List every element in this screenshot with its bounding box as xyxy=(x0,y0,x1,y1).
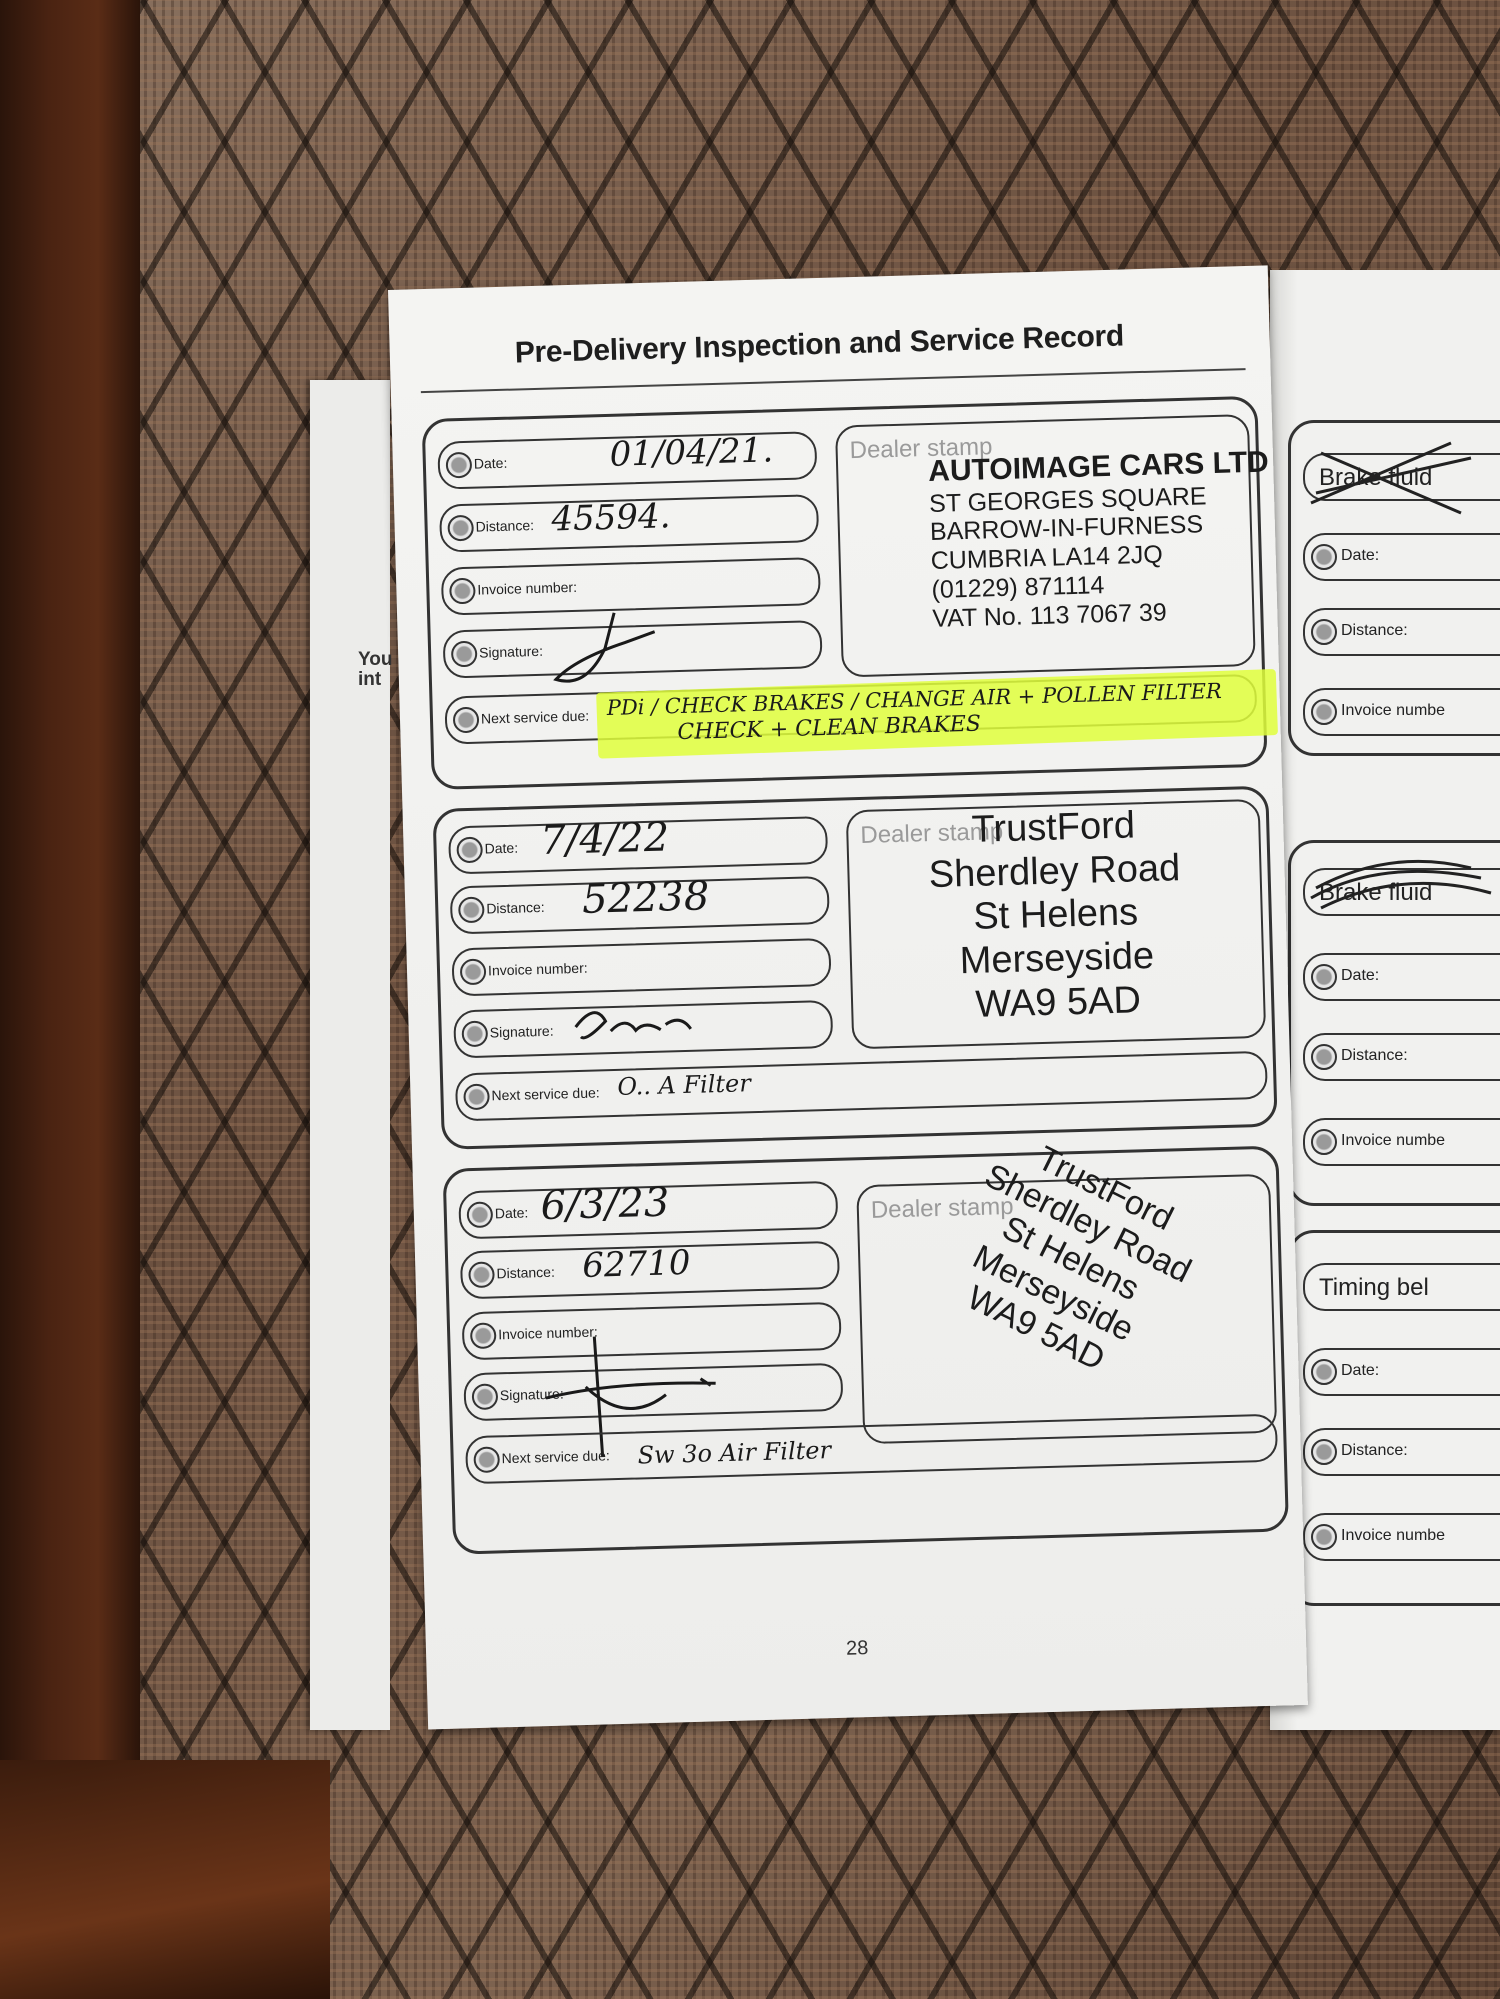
radio-dot-icon xyxy=(468,1261,495,1289)
radio-dot-icon xyxy=(463,1083,490,1111)
radio-dot-icon xyxy=(473,1446,501,1474)
signature-field: Signature: xyxy=(463,1336,844,1457)
distance-field: Distance: 62710 xyxy=(459,1240,841,1300)
right-page: Brake fluid Date: Distance: Invoice numb… xyxy=(1270,270,1500,1730)
dealer-stamp-box: Dealer stamp TrustFord Sherdley Road St … xyxy=(856,1139,1278,1445)
date-field: Date: 6/3/23 xyxy=(458,1179,839,1240)
radio-dot-icon xyxy=(456,836,484,864)
back-page: You int xyxy=(310,380,393,1730)
handwritten-date: 6/3/23 xyxy=(539,1179,670,1230)
service-record-2: Date: 7/4/22 Distance: 52238 Invoice num… xyxy=(432,785,1278,1150)
handwritten-date: 7/4/22 xyxy=(539,814,670,864)
signature-scribble xyxy=(553,612,656,683)
radio-dot-icon xyxy=(457,896,485,924)
distance-field: Distance: 45594. xyxy=(439,494,820,553)
service-booklet: You int Brake fluid Date: Distance: Invo… xyxy=(310,265,1500,1730)
radio-dot-icon xyxy=(449,577,476,605)
signature-field: Signature: xyxy=(442,612,823,683)
right-invoice-field: Invoice numbe xyxy=(1303,688,1500,736)
radio-dot-icon xyxy=(1311,964,1337,990)
radio-dot-icon xyxy=(1311,699,1337,725)
right-record-1: Brake fluid Date: Distance: Invoice numb… xyxy=(1288,420,1500,756)
signature-scribble xyxy=(574,1011,692,1040)
right-distance-field-3: Distance: xyxy=(1303,1428,1500,1476)
dealer-stamp-trustford: TrustFord Sherdley Road St Helens Mersey… xyxy=(928,804,1181,1026)
invoice-field: Invoice number: xyxy=(451,937,832,997)
date-field: Date: 7/4/22 xyxy=(448,814,829,875)
radio-dot-icon xyxy=(1311,1439,1337,1465)
radio-dot-icon xyxy=(447,514,475,542)
radio-dot-icon xyxy=(461,1020,489,1048)
radio-dot-icon xyxy=(469,1322,497,1350)
radio-dot-icon xyxy=(1311,1129,1337,1155)
service-record-1: Date: 01/04/21. Distance: 45594. Invoice… xyxy=(421,395,1278,790)
service-record-3: Date: 6/3/23 Distance: 62710 Invoice num… xyxy=(442,1139,1290,1555)
handwritten-next-service: Sw 3o Air Filter xyxy=(637,1436,832,1470)
page-number: 28 xyxy=(845,1637,869,1660)
wooden-frame xyxy=(0,0,140,1999)
cross-out-scribble xyxy=(1310,441,1472,515)
right-record-3: Timing bel Date: Distance: Invoice numbe xyxy=(1288,1230,1500,1606)
distance-field: Distance: 52238 xyxy=(449,873,830,935)
right-distance-field-2: Distance: xyxy=(1303,1033,1500,1081)
right-date-field-3: Date: xyxy=(1303,1348,1500,1396)
title-divider xyxy=(420,368,1246,394)
right-invoice-field-2: Invoice numbe xyxy=(1303,1118,1500,1166)
right-distance-field: Distance: xyxy=(1303,608,1500,656)
next-service-field: Next service due: O.. A Filter xyxy=(454,1050,1268,1122)
radio-dot-icon xyxy=(1311,1524,1337,1550)
dealer-stamp-autoimage: AUTOIMAGE CARS LTD ST GEORGES SQUARE BAR… xyxy=(927,445,1270,633)
signature-field: Signature: xyxy=(453,999,834,1059)
dealer-stamp-box: Dealer stamp TrustFord Sherdley Road St … xyxy=(845,798,1267,1050)
radio-dot-icon xyxy=(445,451,473,479)
service-record-page: Pre-Delivery Inspection and Service Reco… xyxy=(388,265,1308,1730)
radio-dot-icon xyxy=(471,1383,499,1411)
handwritten-date: 01/04/21. xyxy=(609,430,774,475)
cross-out-scribble xyxy=(1310,859,1492,910)
right-header-3: Timing bel xyxy=(1303,1263,1500,1311)
right-date-field: Date: xyxy=(1303,533,1500,581)
radio-dot-icon xyxy=(1311,619,1337,645)
radio-dot-icon xyxy=(459,958,487,986)
handwritten-distance: 62710 xyxy=(581,1242,692,1286)
dealer-stamp-box: Dealer stamp AUTOIMAGE CARS LTD ST GEORG… xyxy=(834,414,1269,678)
radio-dot-icon xyxy=(452,706,480,734)
radio-dot-icon xyxy=(1311,1044,1337,1070)
page-title: Pre-Delivery Inspection and Service Reco… xyxy=(514,319,1125,370)
dealer-stamp-trustford-rotated: TrustFord Sherdley Road St Helens Mersey… xyxy=(961,1139,1198,1379)
radio-dot-icon xyxy=(1311,1359,1337,1385)
handwritten-next-service: O.. A Filter xyxy=(616,1069,752,1101)
back-page-fragment: You int xyxy=(358,649,393,690)
radio-dot-icon xyxy=(466,1201,494,1229)
right-record-2: Brake fluid Date: Distance: Invoice numb… xyxy=(1288,840,1500,1206)
signature-scribble xyxy=(545,1336,716,1457)
date-field: Date: 01/04/21. xyxy=(437,430,818,490)
wooden-frame-bottom xyxy=(0,1760,330,1999)
right-date-field-2: Date: xyxy=(1303,953,1500,1001)
handwritten-distance: 45594. xyxy=(550,496,671,540)
radio-dot-icon xyxy=(450,640,478,668)
handwritten-distance: 52238 xyxy=(581,873,710,923)
right-invoice-field-3: Invoice numbe xyxy=(1303,1513,1500,1561)
radio-dot-icon xyxy=(1311,544,1337,570)
